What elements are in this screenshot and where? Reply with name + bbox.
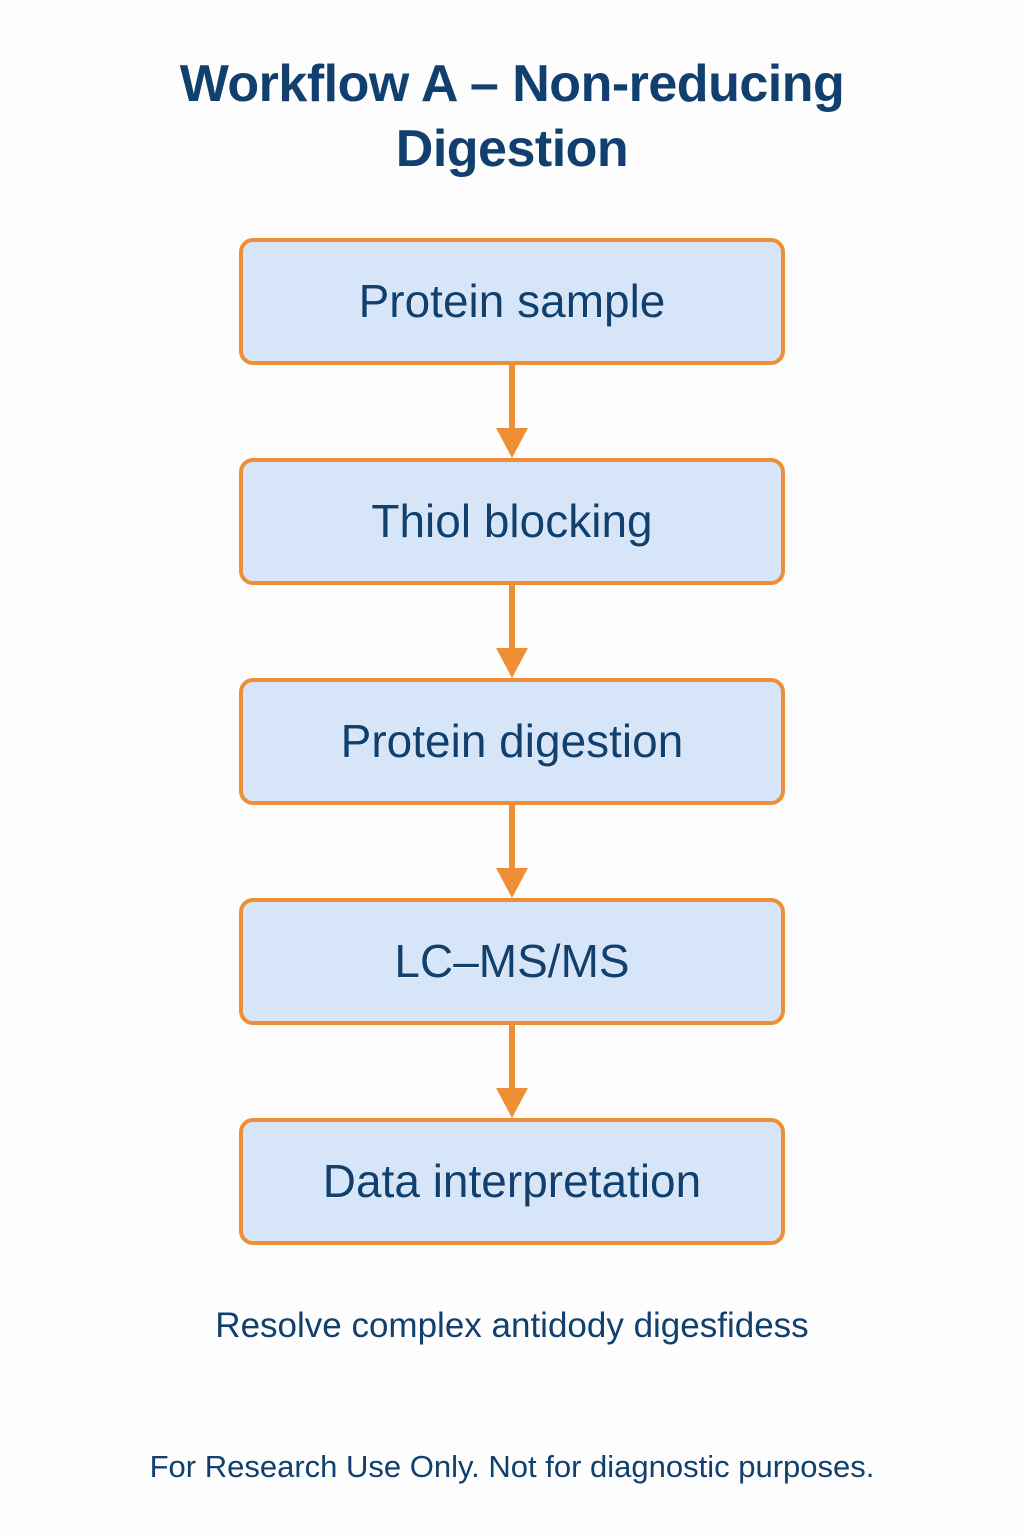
arrow-stem xyxy=(509,1025,515,1091)
flow-node-protein-digestion[interactable]: Protein digestion xyxy=(239,678,785,805)
flow-connector-arrow-1 xyxy=(239,365,785,458)
flow-node-lc-ms-ms[interactable]: LC–MS/MS xyxy=(239,898,785,1025)
flow-node-label: Protein sample xyxy=(358,275,666,328)
arrow-stem xyxy=(509,585,515,651)
flow-node-label: Thiol blocking xyxy=(371,495,653,548)
flow-node-data-interpretation[interactable]: Data interpretation xyxy=(239,1118,785,1245)
page-title: Workflow A – Non-reducing Digestion xyxy=(0,52,1024,182)
flow-connector-arrow-4 xyxy=(239,1025,785,1118)
page-title-line-2: Digestion xyxy=(395,120,629,178)
arrow-stem xyxy=(509,805,515,871)
flow-node-thiol-blocking[interactable]: Thiol blocking xyxy=(239,458,785,585)
flow-connector-arrow-2 xyxy=(239,585,785,678)
arrow-head-down-icon xyxy=(496,428,528,458)
arrow-head-down-icon xyxy=(496,1088,528,1118)
flow-node-label: LC–MS/MS xyxy=(394,935,630,988)
arrow-head-down-icon xyxy=(496,868,528,898)
page-title-line-1: Workflow A – Non-reducing xyxy=(179,55,845,113)
arrow-stem xyxy=(509,365,515,431)
flow-node-label: Protein digestion xyxy=(340,715,684,768)
flow-node-label: Data interpretation xyxy=(322,1155,702,1208)
arrow-head-down-icon xyxy=(496,648,528,678)
disclaimer-footer: For Research Use Only. Not for diagnosti… xyxy=(149,1449,875,1484)
diagram-caption: Resolve complex antidody digesfidess xyxy=(215,1306,809,1345)
flow-node-protein-sample[interactable]: Protein sample xyxy=(239,238,785,365)
flow-connector-arrow-3 xyxy=(239,805,785,898)
flowchart: Protein sample Thiol blocking Protein di… xyxy=(239,238,785,1245)
